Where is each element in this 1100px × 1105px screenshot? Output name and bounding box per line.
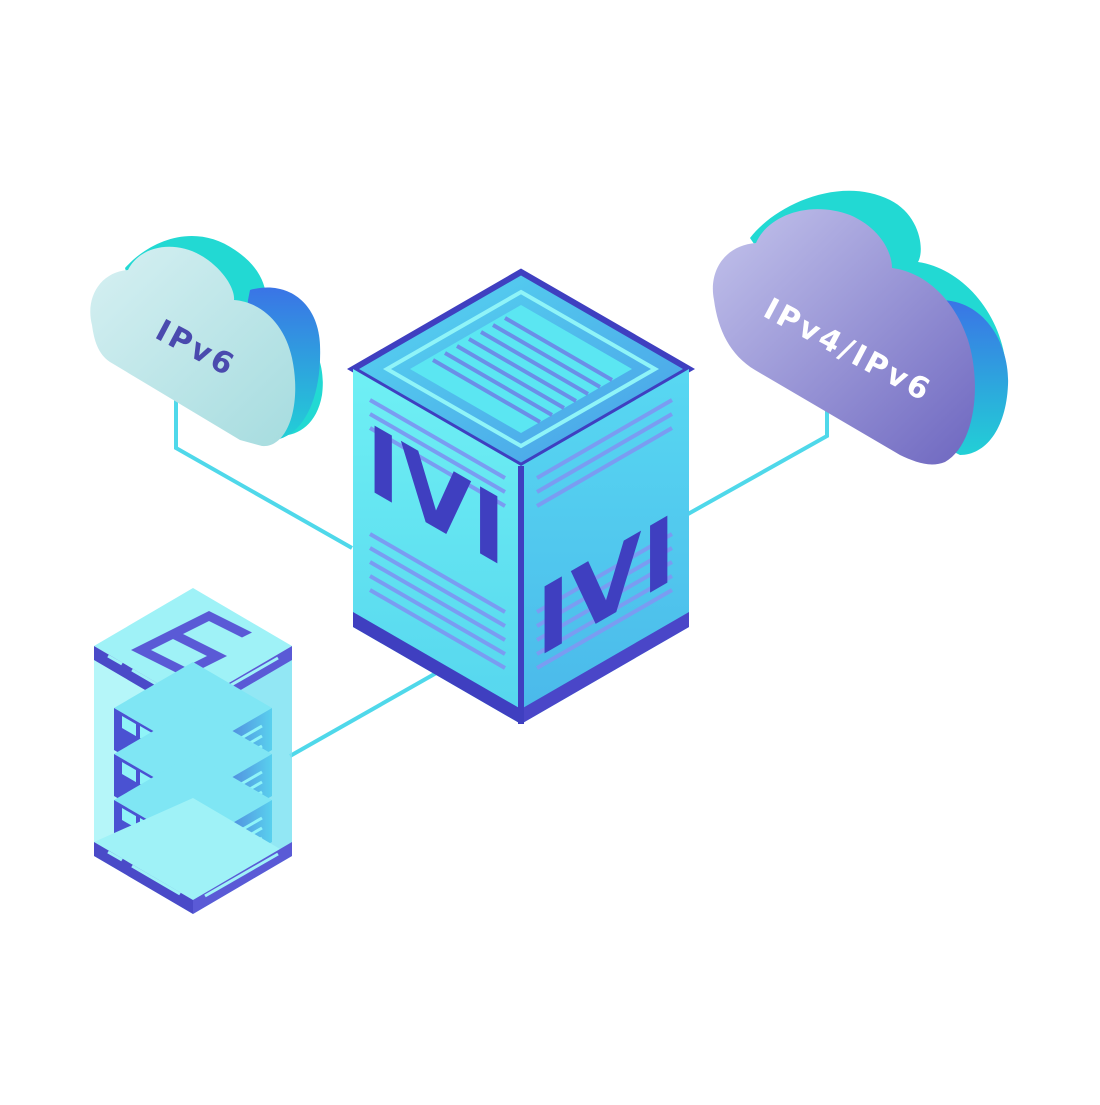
link-ipv6-server bbox=[289, 670, 439, 758]
cube-top-inner-frame bbox=[382, 289, 660, 449]
ipv6-server-rack: 6 bbox=[94, 588, 292, 914]
server-bottom-slab-slots bbox=[107, 850, 279, 898]
cube-left-base bbox=[353, 612, 521, 724]
cloud-ipv4-ipv6-front bbox=[712, 209, 975, 465]
ivi-translator-cube: IVI IVI bbox=[347, 268, 695, 724]
cube-left-stripes bbox=[368, 398, 507, 670]
link-ipv4-ipv6-cloud bbox=[687, 398, 829, 516]
server-unit-light bbox=[122, 716, 136, 737]
cube-right-face bbox=[521, 369, 689, 724]
cloud-ipv4-ipv6: IPv4/IPv6 bbox=[712, 190, 1009, 465]
cloud-ipv6-front bbox=[90, 246, 296, 447]
cube-left-face bbox=[353, 369, 521, 724]
server-bottom-slab-left-edge bbox=[94, 842, 193, 914]
server-badge: 6 bbox=[131, 611, 252, 677]
cube-top-vent-lines bbox=[431, 316, 614, 424]
cube-right-base bbox=[521, 612, 689, 724]
server-unit-light bbox=[122, 762, 136, 783]
link-ipv6-cloud bbox=[174, 398, 353, 550]
server-badge-six-icon bbox=[131, 611, 252, 677]
cloud-ipv6: IPv6 bbox=[90, 235, 323, 447]
cube-right-stripes bbox=[535, 398, 674, 670]
server-unit-light bbox=[122, 808, 136, 829]
